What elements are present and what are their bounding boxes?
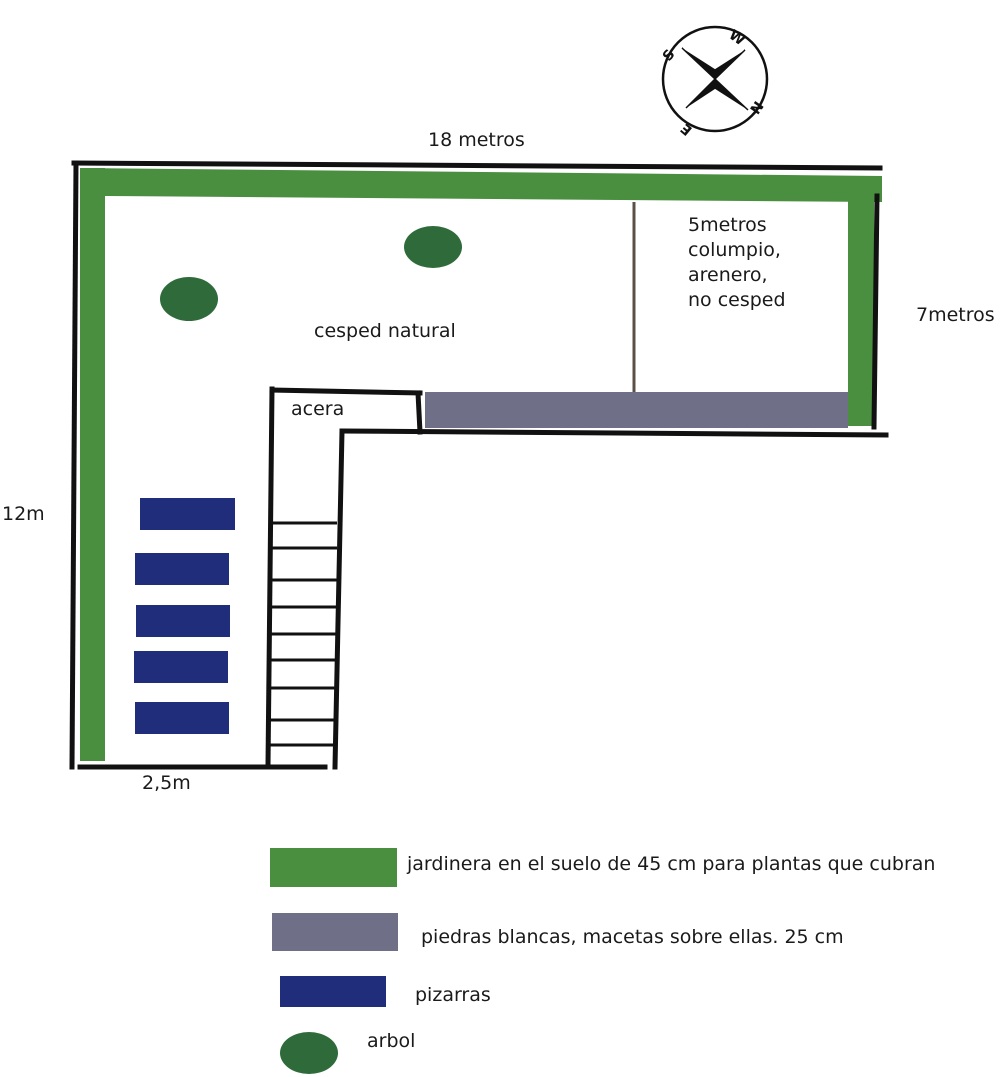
play-area-line: arenero,: [688, 264, 768, 286]
play-area-label: 5metros columpio, arenero, no cesped: [688, 213, 786, 313]
slate: [134, 651, 228, 683]
legend-text-slate: pizarras: [415, 984, 491, 1006]
stones-strip: [425, 392, 848, 428]
legend-text-stones: piedras blancas, macetas sobre ellas. 25…: [421, 926, 844, 948]
play-area-line: columpio,: [688, 239, 781, 261]
slate: [136, 605, 230, 637]
compass-letter: W: [726, 27, 748, 49]
slate: [140, 498, 235, 530]
legend-swatch-stones: [272, 913, 398, 951]
bottom-dimension-label: 2,5m: [142, 772, 191, 794]
play-area-line: no cesped: [688, 289, 786, 311]
legend-swatch-tree: [280, 1032, 338, 1074]
top-dimension-label: 18 metros: [428, 129, 525, 151]
legend-swatches: [270, 848, 398, 1074]
legend-text-planter: jardinera en el suelo de 45 cm para plan…: [407, 853, 936, 875]
legend-swatch-planter: [270, 848, 397, 887]
slate: [135, 702, 229, 734]
compass-letter: S: [660, 47, 679, 65]
tree: [404, 226, 462, 268]
walkway-steps: [270, 521, 337, 747]
legend-swatch-slate: [280, 976, 386, 1007]
slate: [135, 553, 229, 585]
walkway-label: acera: [291, 398, 345, 420]
slates: [134, 498, 235, 734]
boundary-walls: [69, 160, 889, 770]
compass-rose-icon: S W N E: [660, 25, 769, 138]
compass-letter: E: [678, 120, 696, 138]
legend-text-tree: arbol: [367, 1030, 416, 1052]
tree: [160, 277, 218, 321]
lawn-label: cesped natural: [314, 320, 456, 342]
play-area-line: 5metros: [688, 214, 767, 236]
left-dimension-label: 12m: [2, 503, 45, 525]
right-dimension-label: 7metros: [916, 304, 995, 326]
planter-strip: [80, 168, 882, 761]
